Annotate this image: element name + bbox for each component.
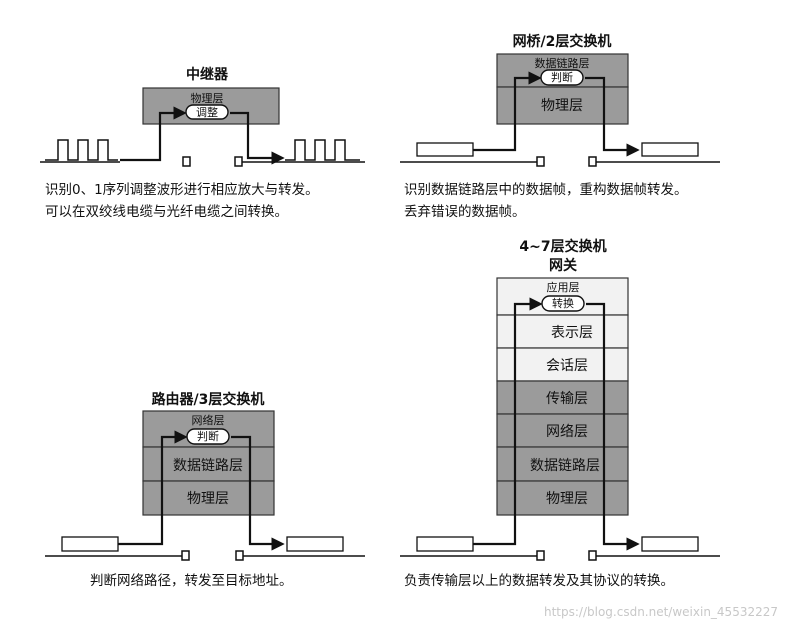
router-datalink-label: 数据链路层: [173, 458, 243, 474]
bridge-action-label: 判断: [551, 70, 573, 84]
repeater-action-label: 调整: [196, 105, 218, 119]
bridge-input-frame: [416, 142, 474, 157]
gateway-physical-layer-box: [496, 480, 629, 516]
gateway-input-packet: [416, 536, 474, 552]
bridge-caption-line1: 识别数据链路层中的数据帧，重构数据帧转发。: [404, 182, 688, 198]
gateway-transport-label: 传输层: [546, 391, 588, 407]
router-network-label: 网络层: [192, 413, 225, 427]
bridge-title: 网桥/2层交换机: [513, 33, 612, 50]
bridge-panel: 网桥/2层交换机 数据链路层 判断 物理层 识别数据链路层中的数据帧，重构数据帧…: [400, 33, 720, 220]
bridge-caption-line2: 丢弃错误的数据帧。: [404, 204, 526, 220]
gateway-presentation-layer-box: [496, 314, 629, 349]
router-title: 路由器/3层交换机: [152, 391, 265, 408]
router-physical-layer-box: [142, 480, 275, 516]
bridge-output-wire: [585, 76, 640, 157]
gateway-output-wire: [586, 302, 640, 551]
router-physical-label: 物理层: [187, 491, 229, 507]
watermark-text: https://blog.csdn.net/weixin_45532227: [544, 605, 778, 619]
router-panel: 路由器/3层交换机 网络层 判断 数据链路层 物理层 判断网络路径，转发至目标地…: [45, 391, 365, 589]
gateway-caption: 负责传输层以上的数据转发及其协议的转换。: [404, 573, 674, 589]
repeater-caption-line1: 识别0、1序列调整波形进行相应放大与转发。: [45, 181, 319, 198]
gateway-network-label: 网络层: [546, 424, 588, 440]
bridge-datalink-label: 数据链路层: [535, 56, 590, 70]
repeater-input-wire: [120, 106, 187, 162]
router-input-wire: [118, 430, 188, 546]
repeater-panel: 中继器 物理层 调整 识别0、1序列调整波形进行相应放大与转发。 可以在双绞线电…: [40, 66, 365, 220]
gateway-title-line1: 4~7层交换机: [519, 238, 606, 255]
gateway-application-label: 应用层: [547, 280, 580, 294]
bridge-right-port: [588, 156, 597, 167]
repeater-caption-line2: 可以在双绞线电缆与光纤电缆之间转换。: [45, 203, 288, 220]
gateway-datalink-layer-box: [496, 446, 629, 482]
bridge-input-wire: [473, 71, 542, 152]
gateway-title-line2: 网关: [549, 257, 577, 274]
bridge-physical-label: 物理层: [541, 98, 583, 114]
gateway-panel: 4~7层交换机 网关 应用层 转换 表示层 会话层 传输层 网络层 数据链路层 …: [400, 238, 720, 589]
repeater-title: 中继器: [186, 66, 229, 83]
gateway-right-port: [588, 550, 597, 561]
gateway-session-label: 会话层: [546, 358, 588, 374]
gateway-action-label: 转换: [552, 296, 574, 310]
router-left-port: [181, 550, 190, 561]
router-output-packet: [286, 536, 344, 552]
gateway-left-port: [536, 550, 545, 561]
gateway-physical-label: 物理层: [546, 491, 588, 507]
input-square-wave: [45, 139, 118, 161]
bridge-left-port: [536, 156, 545, 167]
router-right-port: [235, 550, 244, 561]
router-caption: 判断网络路径，转发至目标地址。: [90, 573, 293, 589]
router-datalink-layer-box: [142, 446, 275, 482]
repeater-left-port: [182, 156, 191, 167]
gateway-output-packet: [641, 536, 699, 552]
bridge-physical-layer-box: [496, 86, 629, 125]
repeater-right-port: [234, 156, 243, 167]
output-square-wave: [285, 139, 360, 161]
gateway-datalink-label: 数据链路层: [530, 458, 600, 474]
bridge-output-frame: [641, 142, 699, 157]
router-output-wire: [231, 435, 285, 551]
router-action-label: 判断: [197, 429, 219, 443]
gateway-input-wire: [473, 297, 543, 546]
repeater-layer-label: 物理层: [191, 91, 224, 105]
gateway-presentation-label: 表示层: [551, 325, 593, 341]
gateway-network-layer-box: [496, 413, 629, 448]
repeater-output-wire: [230, 111, 285, 165]
router-input-packet: [61, 536, 119, 552]
